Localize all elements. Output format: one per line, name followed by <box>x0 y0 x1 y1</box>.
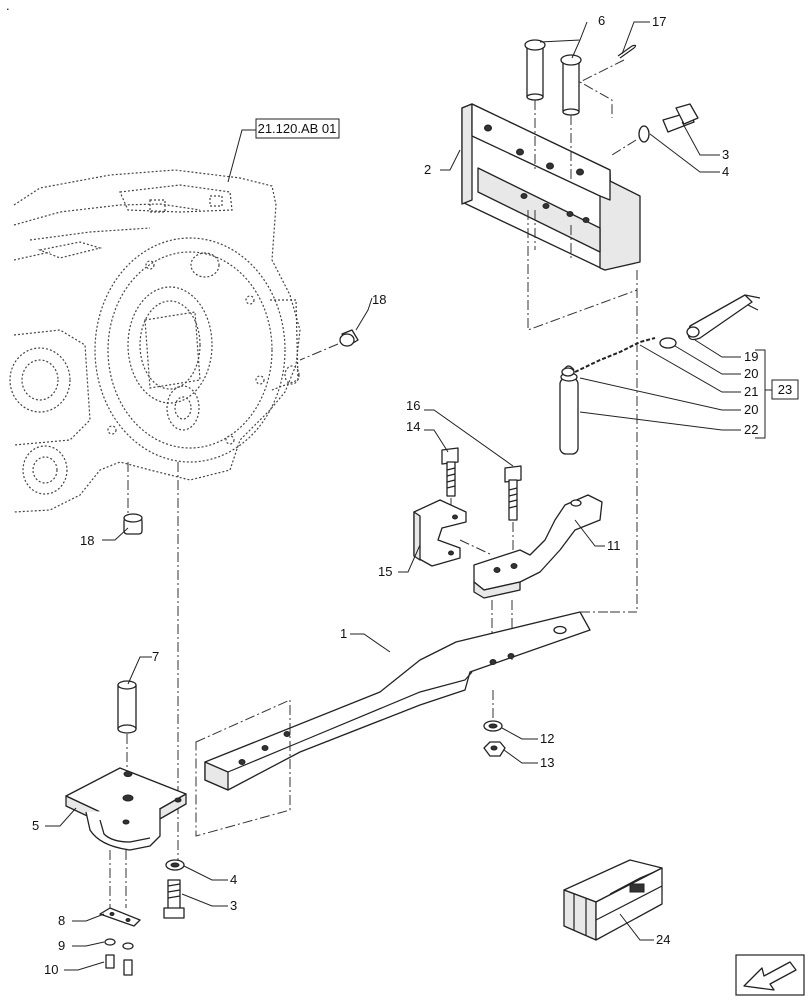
callout-3-top[interactable]: 3 <box>722 147 729 162</box>
callout-4-top[interactable]: 4 <box>722 164 729 179</box>
callout-4-lower[interactable]: 4 <box>230 872 237 887</box>
callout-24[interactable]: 24 <box>656 932 670 947</box>
leader-lines <box>45 21 741 971</box>
plug-18-lower <box>123 513 143 535</box>
group-box[interactable]: 23 <box>771 379 799 400</box>
callout-20-lower[interactable]: 20 <box>744 402 758 417</box>
ring-20-lower <box>561 367 575 377</box>
callout-10[interactable]: 10 <box>44 962 58 977</box>
drawbar-support-bracket <box>461 103 641 271</box>
bolt-3-lower <box>163 879 185 919</box>
callout-6[interactable]: 6 <box>598 13 605 28</box>
pin-7 <box>117 680 137 734</box>
callout-21[interactable]: 21 <box>744 384 758 399</box>
washer-4-top <box>638 125 650 143</box>
swinging-plate-11 <box>473 494 603 599</box>
washer-9 <box>104 938 134 950</box>
nut-13 <box>483 741 506 757</box>
reference-box[interactable]: 21.120.AB 01 <box>255 118 340 139</box>
callout-3-lower[interactable]: 3 <box>230 898 237 913</box>
callout-16[interactable]: 16 <box>406 398 420 413</box>
callout-17[interactable]: 17 <box>652 14 666 29</box>
reference-box-label: 21.120.AB 01 <box>258 121 337 136</box>
washer-4-lower <box>165 859 185 871</box>
screw-10 <box>105 954 133 976</box>
callout-20-upper[interactable]: 20 <box>744 366 758 381</box>
group-bracket <box>755 349 766 439</box>
washer-12 <box>483 720 503 732</box>
drawbar-1 <box>204 611 591 791</box>
callout-18-lower[interactable]: 18 <box>80 533 94 548</box>
bracket-pin-6a <box>524 39 546 101</box>
bracket-pin-6b <box>560 54 582 116</box>
callout-9[interactable]: 9 <box>58 938 65 953</box>
hitch-pin-22 <box>559 365 579 455</box>
rear-axle-housing <box>9 169 301 513</box>
callout-18-upper[interactable]: 18 <box>372 292 386 307</box>
support-plate-5 <box>65 767 187 851</box>
lock-plate-8 <box>99 907 141 927</box>
callout-5[interactable]: 5 <box>32 818 39 833</box>
ring-20-upper <box>659 337 677 349</box>
corner-mark: . <box>6 0 10 13</box>
callout-14[interactable]: 14 <box>406 419 420 434</box>
group-box-label: 23 <box>778 382 792 397</box>
arrow-down-left-icon <box>735 954 805 996</box>
callout-13[interactable]: 13 <box>540 755 554 770</box>
callout-15[interactable]: 15 <box>378 564 392 579</box>
callout-19[interactable]: 19 <box>744 349 758 364</box>
plug-18-upper <box>339 329 359 347</box>
clevis-15 <box>413 499 467 567</box>
callout-11[interactable]: 11 <box>607 538 621 553</box>
reference-leader <box>227 129 256 183</box>
callout-1[interactable]: 1 <box>340 626 347 641</box>
linch-pin-17 <box>617 44 637 59</box>
callout-7[interactable]: 7 <box>152 649 159 664</box>
callout-12[interactable]: 12 <box>540 731 554 746</box>
callout-labels: 6 17 2 3 4 18 19 20 21 20 22 16 14 15 11… <box>32 13 758 977</box>
bolt-14 <box>441 447 459 497</box>
bolt-16 <box>504 465 522 521</box>
chain-21 <box>574 337 656 373</box>
callout-22[interactable]: 22 <box>744 422 758 437</box>
wooden-crate-icon <box>563 859 663 941</box>
bolt-3-top <box>662 103 699 133</box>
callout-8[interactable]: 8 <box>58 913 65 928</box>
clip-19 <box>686 294 761 341</box>
callout-2[interactable]: 2 <box>424 162 431 177</box>
